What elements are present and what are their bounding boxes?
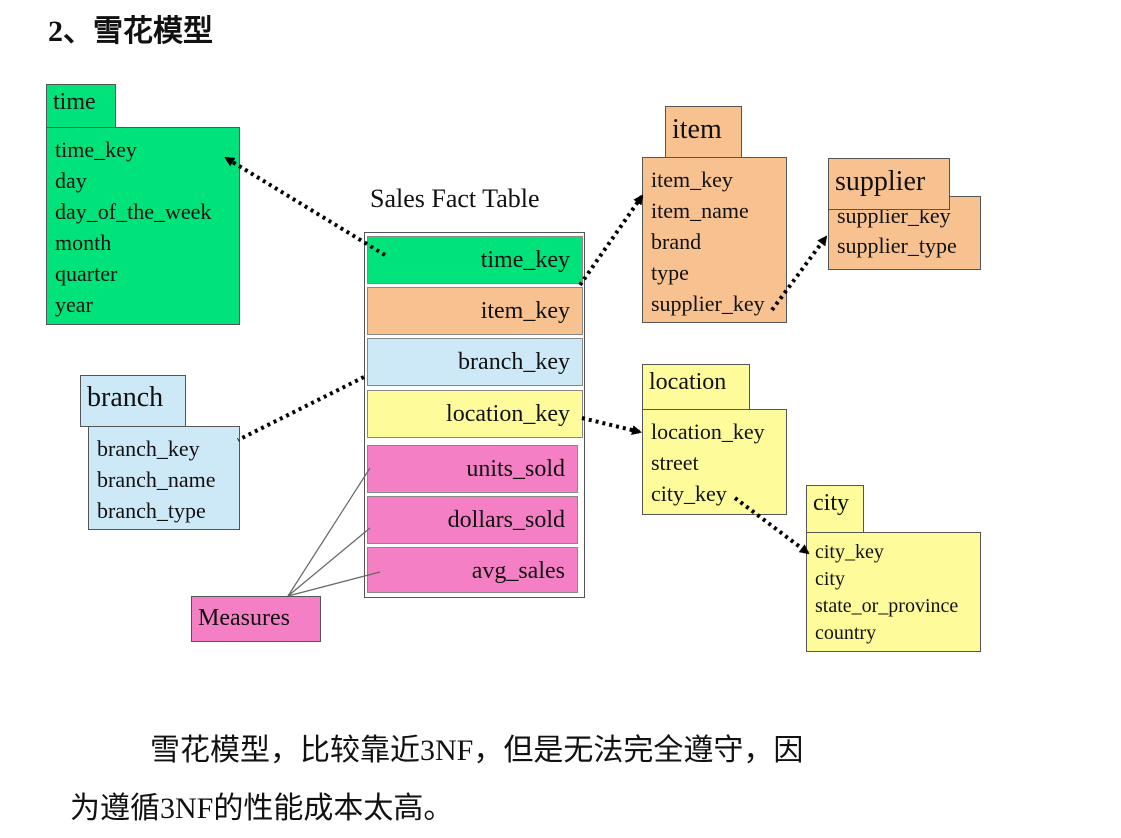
- item-field: type: [651, 260, 689, 285]
- link-location-city: [733, 496, 810, 555]
- branch-field: branch_type: [97, 498, 206, 523]
- time-field: day: [55, 168, 87, 193]
- link-item-supplier: [770, 235, 828, 312]
- fact-table-title: Sales Fact Table: [370, 184, 540, 213]
- measures-link-dollars: [287, 527, 371, 597]
- location-field: city_key: [651, 481, 727, 506]
- branch-field: branch_key: [97, 436, 200, 461]
- measures-link-units: [287, 467, 371, 597]
- city-field: state_or_province: [815, 595, 959, 617]
- item-field: item_name: [651, 198, 749, 223]
- time-field: year: [55, 292, 93, 317]
- time-table-fields: time_key day day_of_the_week month quart…: [46, 127, 240, 325]
- branch-table-fields: branch_key branch_name branch_type: [88, 426, 240, 530]
- city-table-fields: city_key city state_or_province country: [806, 532, 981, 652]
- time-field: quarter: [55, 261, 118, 286]
- fact-row-item-key: item_key: [367, 287, 583, 335]
- city-field: country: [815, 622, 877, 644]
- time-field: time_key: [55, 137, 137, 162]
- location-table-fields: location_key street city_key: [642, 409, 787, 515]
- link-fact-branch: [237, 375, 365, 442]
- supplier-field: supplier_type: [837, 233, 957, 258]
- link-fact-item: [578, 194, 644, 287]
- city-field: city: [815, 568, 845, 590]
- section-heading: 2、雪花模型: [48, 15, 213, 48]
- fact-row-time-key: time_key: [367, 236, 583, 284]
- fact-row-branch-key: branch_key: [367, 338, 583, 386]
- item-field: brand: [651, 229, 702, 254]
- paragraph-line-1: 雪花模型，比较靠近3NF，但是无法完全遵守，因: [150, 734, 804, 767]
- link-fact-location: [581, 416, 642, 435]
- fact-row-units-sold: units_sold: [367, 445, 578, 493]
- city-field: city_key: [815, 541, 884, 563]
- item-table-fields: item_key item_name brand type supplier_k…: [642, 157, 787, 323]
- location-table-title: location: [642, 364, 750, 410]
- branch-field: branch_name: [97, 467, 216, 492]
- location-field: street: [651, 450, 699, 475]
- time-field: day_of_the_week: [55, 199, 212, 224]
- time-field: month: [55, 230, 112, 255]
- paragraph-line-2: 为遵循3NF的性能成本太高。: [70, 792, 454, 825]
- measures-link-avg: [287, 571, 381, 597]
- supplier-table-title: supplier: [828, 158, 950, 210]
- link-fact-time: [224, 156, 387, 257]
- city-table-title: city: [806, 485, 864, 533]
- time-table-title: time: [46, 84, 116, 128]
- fact-row-avg-sales: avg_sales: [367, 547, 578, 593]
- item-field: item_key: [651, 167, 733, 192]
- fact-row-dollars-sold: dollars_sold: [367, 496, 578, 544]
- location-field: location_key: [651, 419, 765, 444]
- measures-label: Measures: [191, 596, 321, 642]
- item-field: supplier_key: [651, 291, 765, 316]
- branch-table-title: branch: [80, 375, 186, 427]
- fact-row-location-key: location_key: [367, 390, 583, 438]
